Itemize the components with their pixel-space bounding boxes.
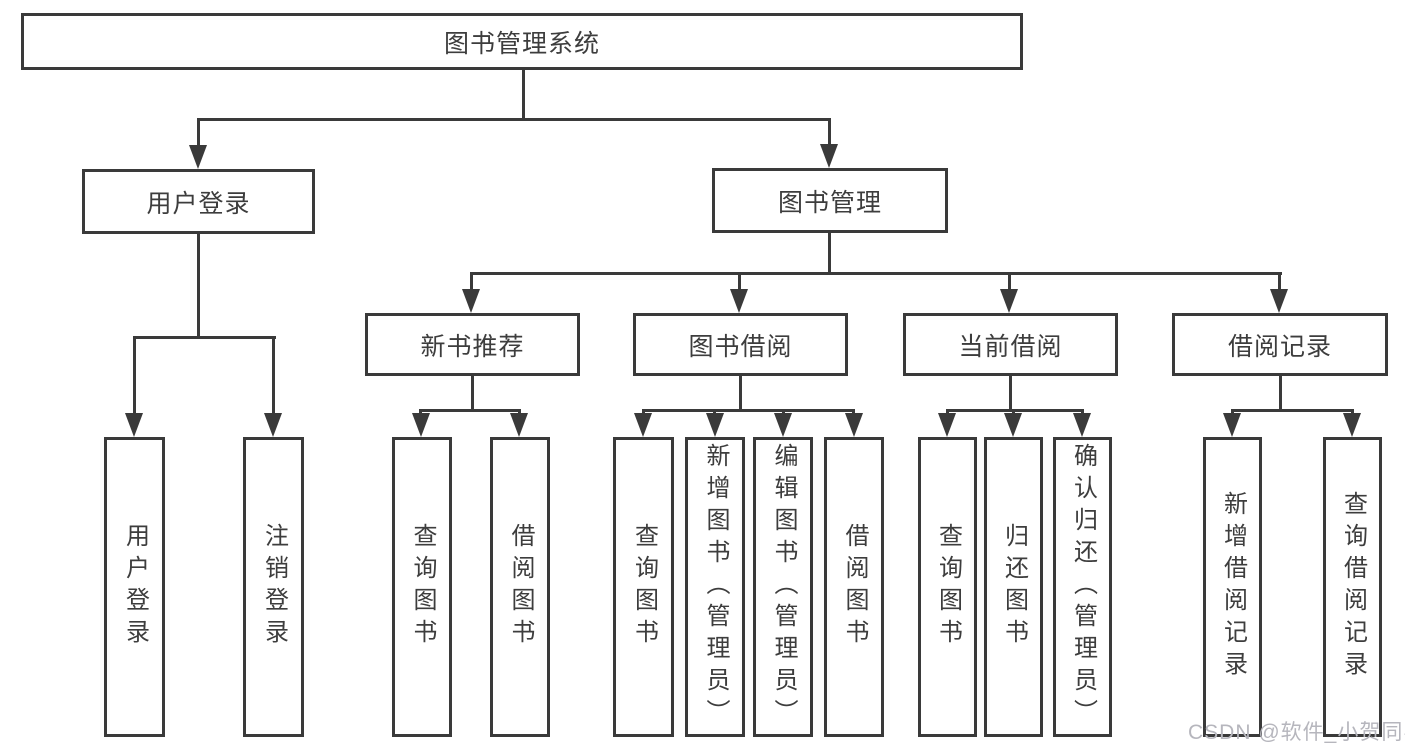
node-book-borrowing: 图书借阅 — [633, 313, 848, 376]
node-br-add-record: 新增借阅记录 — [1203, 437, 1262, 737]
node-cb-return-book: 归还图书 — [984, 437, 1043, 737]
node-label: 注销登录 — [260, 523, 288, 651]
node-book-management: 图书管理 — [712, 168, 948, 233]
node-nbr-borrow-book: 借阅图书 — [490, 437, 550, 737]
node-bb-borrow-book: 借阅图书 — [824, 437, 884, 737]
arrow-down-icon — [706, 413, 724, 437]
arrow-down-icon — [820, 144, 838, 168]
node-label: 编辑图书（管理员） — [770, 443, 797, 731]
connector-line — [522, 70, 525, 121]
node-borrowing-records: 借阅记录 — [1172, 313, 1388, 376]
connector-line — [828, 233, 831, 274]
node-label: 借阅图书 — [507, 523, 534, 651]
arrow-down-icon — [1223, 413, 1241, 437]
node-label: 查询图书 — [409, 523, 436, 651]
arrow-down-icon — [1000, 289, 1018, 313]
arrow-down-icon — [510, 413, 528, 437]
arrow-down-icon — [1343, 413, 1361, 437]
node-new-book-recommend: 新书推荐 — [365, 313, 580, 376]
node-label: 确认归还（管理员） — [1069, 443, 1097, 731]
arrow-down-icon — [774, 413, 792, 437]
arrow-down-icon — [264, 413, 282, 437]
connector-line — [1278, 275, 1281, 291]
arrow-down-icon — [1073, 413, 1091, 437]
arrow-down-icon — [412, 413, 430, 437]
connector-line — [738, 275, 741, 291]
node-label: 借阅图书 — [841, 523, 868, 651]
node-label: 查询借阅记录 — [1339, 491, 1367, 683]
node-br-query-record: 查询借阅记录 — [1323, 437, 1382, 737]
node-label: 图书管理系统 — [443, 29, 600, 58]
connector-line — [419, 409, 521, 412]
node-label: 借阅记录 — [1227, 332, 1332, 361]
connector-line — [197, 234, 200, 338]
node-label: 用户登录 — [146, 189, 251, 218]
connector-line — [133, 336, 276, 339]
node-bb-query-book: 查询图书 — [613, 437, 674, 737]
node-label: 图书借阅 — [688, 332, 793, 361]
connector-line — [642, 409, 855, 412]
arrow-down-icon — [1270, 289, 1288, 313]
connector-line — [197, 121, 200, 147]
node-nbr-query-book: 查询图书 — [392, 437, 452, 737]
node-label: 归还图书 — [1000, 523, 1028, 651]
arrow-down-icon — [125, 413, 143, 437]
node-user-login: 用户登录 — [82, 169, 315, 234]
node-label: 新增图书（管理员） — [702, 443, 729, 731]
connector-line — [828, 121, 831, 147]
connector-line — [470, 272, 1282, 275]
connector-line — [197, 118, 831, 121]
node-label: 图书管理 — [777, 188, 882, 217]
connector-line — [946, 409, 1084, 412]
node-label: 当前借阅 — [958, 332, 1063, 361]
node-label: 用户登录 — [121, 523, 149, 651]
node-user-login-leaf: 用户登录 — [104, 437, 165, 737]
node-bb-add-book-admin: 新增图书（管理员） — [685, 437, 745, 737]
connector-line — [1231, 409, 1354, 412]
connector-line — [1009, 376, 1012, 412]
node-cb-query-book: 查询图书 — [918, 437, 977, 737]
arrow-down-icon — [462, 289, 480, 313]
node-library-management-system: 图书管理系统 — [21, 13, 1023, 70]
node-label: 新增借阅记录 — [1219, 491, 1247, 683]
node-bb-edit-book-admin: 编辑图书（管理员） — [753, 437, 813, 737]
arrow-down-icon — [845, 413, 863, 437]
arrow-down-icon — [938, 413, 956, 437]
connector-line — [1008, 275, 1011, 291]
node-logout: 注销登录 — [243, 437, 304, 737]
connector-line — [272, 339, 275, 417]
node-cb-confirm-return-admin: 确认归还（管理员） — [1053, 437, 1112, 737]
arrow-down-icon — [634, 413, 652, 437]
arrow-down-icon — [189, 145, 207, 169]
connector-line — [133, 339, 136, 417]
connector-line — [470, 275, 473, 291]
node-label: 新书推荐 — [420, 332, 525, 361]
watermark: CSDN @软件_小贺同学 — [1188, 721, 1405, 744]
connector-line — [739, 376, 742, 412]
connector-line — [1279, 376, 1282, 412]
node-current-borrowing: 当前借阅 — [903, 313, 1118, 376]
arrow-down-icon — [730, 289, 748, 313]
arrow-down-icon — [1004, 413, 1022, 437]
connector-line — [471, 376, 474, 412]
node-label: 查询图书 — [630, 523, 658, 651]
node-label: 查询图书 — [934, 523, 962, 651]
